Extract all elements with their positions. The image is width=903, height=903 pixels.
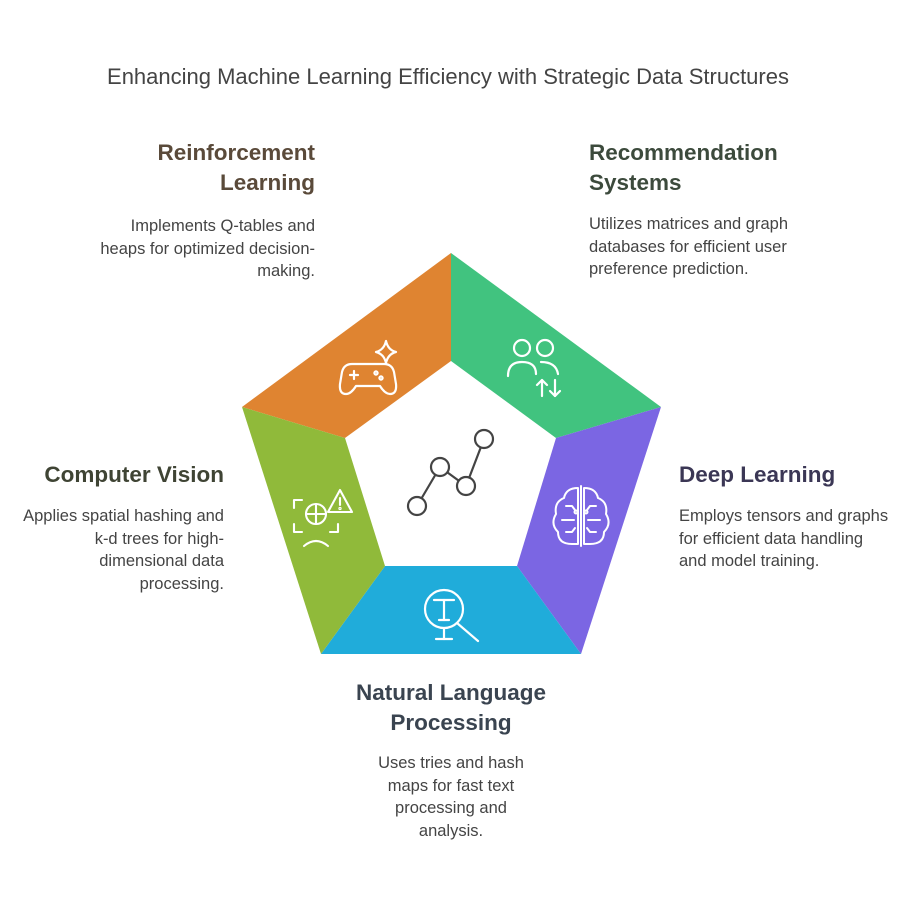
segment-computer-vision: [242, 407, 385, 654]
users-swap-icon: [506, 338, 562, 398]
text-search-icon: [423, 588, 480, 643]
segment-recommendation: [451, 253, 661, 438]
deep-learning-heading: Deep Learning: [679, 462, 836, 487]
diagram-title: Enhancing Machine Learning Efficiency wi…: [107, 64, 789, 89]
recommendation-description: Utilizes matrices and graph databases fo…: [589, 215, 788, 278]
reinforcement-heading: Reinforcement Learning: [157, 140, 315, 195]
segment-nlp: [321, 566, 581, 654]
reinforcement-description: Implements Q-tables and heaps for optimi…: [100, 217, 315, 280]
face-scan-alert-icon: [292, 488, 354, 548]
recommendation-heading: Recommendation Systems: [589, 140, 778, 195]
computer-vision-heading: Computer Vision: [44, 462, 224, 487]
line-chart-icon: [406, 428, 495, 517]
deep-learning-description: Employs tensors and graphs for efficient…: [679, 507, 889, 570]
segment-reinforcement: [242, 253, 451, 438]
nlp-heading: Natural Language Processing: [355, 680, 547, 735]
nlp-description: Uses tries and hash maps for fast text p…: [378, 754, 524, 840]
circuit-brain-icon: [552, 485, 610, 547]
computer-vision-description: Applies spatial hashing and k-d trees fo…: [23, 507, 224, 593]
game-controller-sparkle-icon: [338, 339, 398, 396]
